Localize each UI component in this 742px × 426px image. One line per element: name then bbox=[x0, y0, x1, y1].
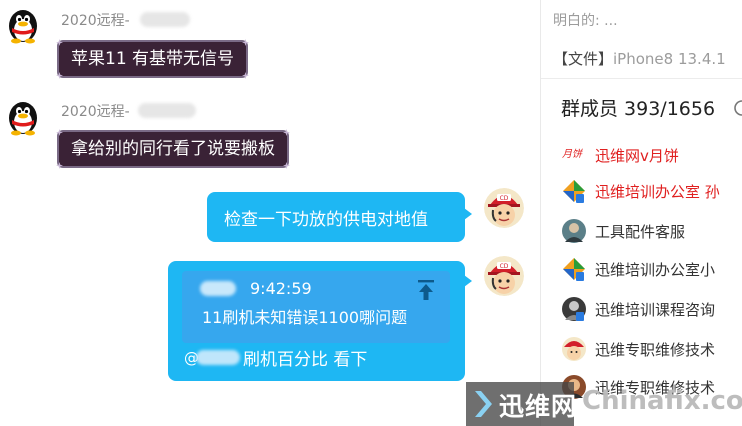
message-text: 检查一下功放的供电对地值 bbox=[224, 210, 428, 230]
chat-area: 2020远程- 苹果11 有基带无信号 2020远程- 拿给别的同行看了说要搬板… bbox=[4, 6, 524, 381]
sparkle-icon bbox=[56, 129, 63, 136]
sparkle-icon bbox=[283, 162, 290, 169]
watermark-brand-cn: 迅维网 bbox=[499, 392, 578, 421]
sparkle-icon bbox=[242, 72, 250, 79]
member-item[interactable]: 迅维培训课程咨询 bbox=[561, 296, 742, 326]
member-avatar bbox=[562, 297, 586, 321]
member-name: 迅维专职维修技术 bbox=[595, 341, 716, 359]
group-announcement[interactable]: 明白的: ... bbox=[553, 13, 618, 29]
user-avatar-cartoon[interactable]: CD bbox=[484, 256, 524, 296]
member-avatar bbox=[562, 219, 586, 243]
bubble-tail bbox=[464, 208, 472, 220]
member-name: 迅维培训课程咨询 bbox=[595, 301, 716, 319]
message-text: 拿给别的同行看了说要搬板 bbox=[71, 139, 275, 159]
quote-text: 11刷机未知错误1100哪问题 bbox=[202, 308, 408, 327]
message-text: 苹果11 有基带无信号 bbox=[71, 49, 235, 69]
file-tag: 【文件】 bbox=[553, 50, 614, 68]
member-name: 迅维专职维修技术 bbox=[595, 379, 716, 397]
user-avatar-cartoon[interactable]: CD bbox=[484, 188, 524, 228]
member-item[interactable]: 迅维培训办公室小 bbox=[561, 256, 742, 286]
quoted-message[interactable]: 9:42:59 11刷机未知错误1100哪问题 bbox=[182, 271, 450, 343]
sender-name: 2020远程- bbox=[61, 104, 130, 120]
qq-penguin-avatar[interactable] bbox=[4, 6, 42, 44]
qq-penguin-avatar[interactable] bbox=[4, 98, 42, 136]
divider bbox=[541, 78, 742, 79]
member-name: 迅维培训办公室小 bbox=[595, 261, 716, 279]
svg-text:CD: CD bbox=[500, 195, 509, 202]
redacted-name bbox=[196, 350, 240, 365]
member-item[interactable]: 月饼 迅维网v月饼 bbox=[561, 142, 742, 172]
member-item[interactable]: 迅维培训办公室 孙 bbox=[561, 178, 742, 208]
sender-name: 2020远程- bbox=[61, 13, 130, 29]
redacted-name bbox=[200, 281, 236, 296]
message-text: 刷机百分比 看下 bbox=[243, 350, 368, 370]
watermark-brand-en: Chinafix.com bbox=[582, 386, 742, 416]
member-avatar bbox=[562, 337, 586, 361]
svg-text:月饼: 月饼 bbox=[562, 148, 583, 160]
message-bubble[interactable]: 苹果11 有基带无信号 bbox=[56, 39, 250, 79]
shared-file[interactable]: 【文件】iPhone8 13.4.1 bbox=[553, 48, 726, 69]
member-item[interactable]: 工具配件客服 bbox=[561, 218, 742, 248]
group-side-panel: 明白的: ... 【文件】iPhone8 13.4.1 群成员 393/1656… bbox=[540, 0, 742, 426]
message-bubble-own[interactable]: 9:42:59 11刷机未知错误1100哪问题 @ 刷机百分比 看下 bbox=[168, 261, 472, 381]
member-name: 工具配件客服 bbox=[595, 223, 686, 241]
message-bubble-own[interactable]: 检查一下功放的供电对地值 bbox=[207, 192, 472, 242]
message-bubble[interactable]: 拿给别的同行看了说要搬板 bbox=[56, 129, 290, 169]
redacted-name bbox=[138, 103, 196, 118]
sparkle-icon bbox=[56, 162, 63, 169]
redacted-name bbox=[140, 12, 190, 27]
bubble-tail bbox=[464, 275, 472, 287]
sparkle-icon bbox=[56, 72, 63, 79]
members-count-title: 群成员 393/1656 bbox=[561, 98, 716, 120]
member-name: 迅维培训办公室 孙 bbox=[595, 183, 720, 201]
sparkle-icon bbox=[56, 39, 63, 46]
sparkle-icon bbox=[242, 39, 250, 46]
jump-to-top-icon[interactable] bbox=[416, 279, 436, 301]
quote-timestamp: 9:42:59 bbox=[250, 279, 312, 298]
member-item[interactable]: 迅维专职维修技术 bbox=[561, 336, 742, 366]
file-name: iPhone8 13.4.1 bbox=[613, 50, 726, 68]
mention-icon: @ bbox=[184, 349, 199, 367]
member-avatar bbox=[563, 258, 585, 281]
member-avatar bbox=[563, 180, 585, 203]
search-icon[interactable] bbox=[733, 99, 742, 117]
member-avatar: 月饼 bbox=[562, 148, 583, 160]
svg-text:CD: CD bbox=[500, 263, 509, 270]
member-name: 迅维网v月饼 bbox=[595, 147, 679, 165]
sparkle-icon bbox=[283, 129, 290, 136]
watermark-chevron-icon bbox=[475, 391, 492, 417]
watermark-background bbox=[466, 382, 574, 426]
